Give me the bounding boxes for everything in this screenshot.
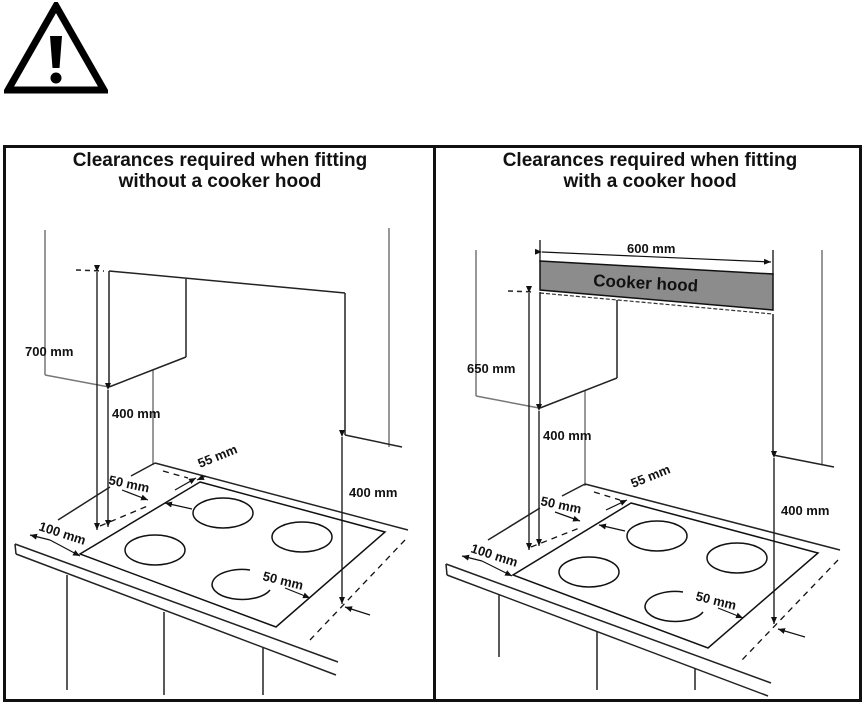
label-side-clearance-left: 50 mm	[107, 472, 150, 495]
label-cabinet-clearance-left: 400 mm	[112, 406, 160, 421]
label-cabinet-clearance-left: 400 mm	[543, 428, 591, 443]
hob	[511, 502, 820, 649]
label-hood-width: 600 mm	[627, 241, 675, 256]
burner	[626, 520, 688, 552]
cooker-hood: Cooker hood	[539, 260, 774, 315]
title-line-1: Clearances required when fitting	[502, 150, 798, 171]
label-height-above-hob: 700 mm	[25, 344, 73, 359]
clearance-drawing-with-hood: Cooker hood 600 mm 650 mm 400 mm 400 mm	[445, 240, 841, 697]
label-front-clearance: 100 mm	[37, 519, 88, 548]
hob	[78, 481, 387, 628]
arrow-50-left	[554, 511, 581, 522]
panel-title: Clearances required when fitting with a …	[436, 150, 864, 192]
burner	[124, 534, 186, 566]
warning-triangle-icon	[4, 2, 108, 94]
title-line-2: without a cooker hood	[118, 171, 322, 192]
panel-with-hood: Clearances required when fitting with a …	[436, 148, 864, 700]
wall-cabinet-left	[507, 290, 835, 468]
arrow-50-left	[121, 489, 149, 501]
arrow-50-right	[717, 607, 744, 619]
burner	[558, 556, 620, 588]
clearance-guides	[99, 470, 406, 641]
burner	[211, 568, 271, 601]
label-side-clearance-left: 50 mm	[539, 493, 582, 516]
diagram-frame	[3, 145, 862, 702]
burner	[192, 497, 254, 529]
burner	[271, 521, 333, 553]
wall-cabinet-left	[75, 269, 403, 448]
clearance-drawing-without-hood: 700 mm 400 mm 400 mm	[14, 228, 409, 695]
back-wall	[44, 228, 390, 465]
panel-title: Clearances required when fitting without…	[6, 150, 434, 192]
worktop	[445, 483, 841, 697]
title-line-1: Clearances required when fitting	[72, 150, 368, 171]
exclamation-dot	[50, 72, 62, 84]
label-side-clearance-right: 50 mm	[261, 568, 305, 593]
panel-without-hood: Clearances required when fitting without…	[6, 148, 434, 700]
arrow-50-right	[284, 587, 311, 599]
label-cabinet-clearance-right: 400 mm	[349, 485, 397, 500]
label-rear-clearance: 55 mm	[629, 461, 673, 490]
burner	[706, 542, 768, 574]
arrow-55	[174, 477, 197, 491]
label-front-clearance: 100 mm	[469, 541, 520, 570]
title-line-2: with a cooker hood	[563, 171, 737, 192]
label-cabinet-clearance-right: 400 mm	[781, 503, 829, 518]
panel-divider	[433, 145, 436, 702]
label-rear-clearance: 55 mm	[196, 441, 240, 470]
arrow-100	[29, 533, 51, 541]
arrow-55	[605, 499, 628, 511]
dimension-600	[534, 248, 772, 265]
arrow-100	[461, 554, 483, 562]
label-side-clearance-right: 50 mm	[694, 588, 738, 613]
clearance-guides	[530, 491, 839, 661]
exclamation-bar	[50, 36, 62, 68]
worktop	[14, 462, 409, 695]
burner	[644, 590, 704, 623]
label-height-above-hob: 650 mm	[467, 361, 515, 376]
